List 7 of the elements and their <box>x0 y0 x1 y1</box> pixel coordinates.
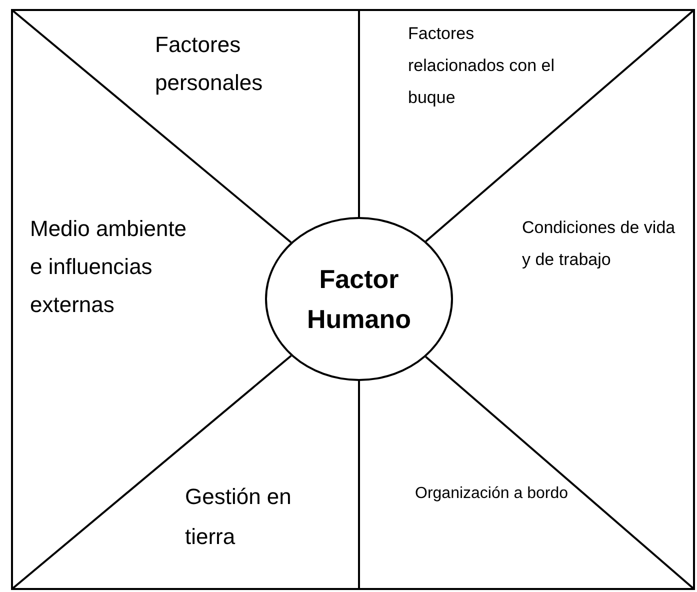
sector-label: Medio ambiente e influencias externas <box>30 215 188 319</box>
sector-label: Gestión en tierra <box>185 483 292 551</box>
sector-label: Condiciones de vida y de trabajo <box>522 217 676 271</box>
sector-label: Factores personales <box>155 31 264 97</box>
sector-label: Organización a bordo <box>415 484 569 504</box>
circle-label: Factor Humano <box>306 263 412 336</box>
sector-label: Factores relacionados con el buque <box>408 23 556 109</box>
